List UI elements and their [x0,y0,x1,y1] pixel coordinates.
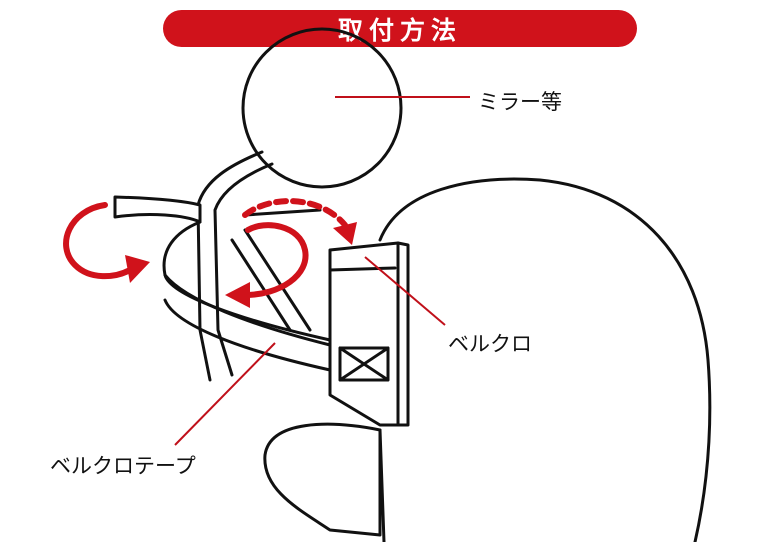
bag-shape [378,177,712,542]
mirror-label: ミラー等 [478,90,562,114]
velcro-tape-leader [174,342,276,446]
velcro-leader [364,256,446,326]
velcro-tape [113,195,202,224]
mirror-shape [241,27,403,189]
title-text: 取付方法 [337,15,462,45]
velcro-square [338,346,390,382]
title-banner: 取付方法 [163,10,637,47]
velcro-tape-label: ベルクロテープ [50,454,196,478]
mirror-stem [196,150,274,382]
wrap-arrow-middle [242,222,309,298]
arrowhead-middle [225,282,250,308]
attach-arrow-dashed [242,198,348,228]
arrowhead-dashed [333,222,357,245]
bag-lower [263,422,382,537]
wrap-arrow-left [63,202,133,280]
arrowhead-left [125,255,150,283]
velcro-label: ベルクロ [448,332,532,356]
